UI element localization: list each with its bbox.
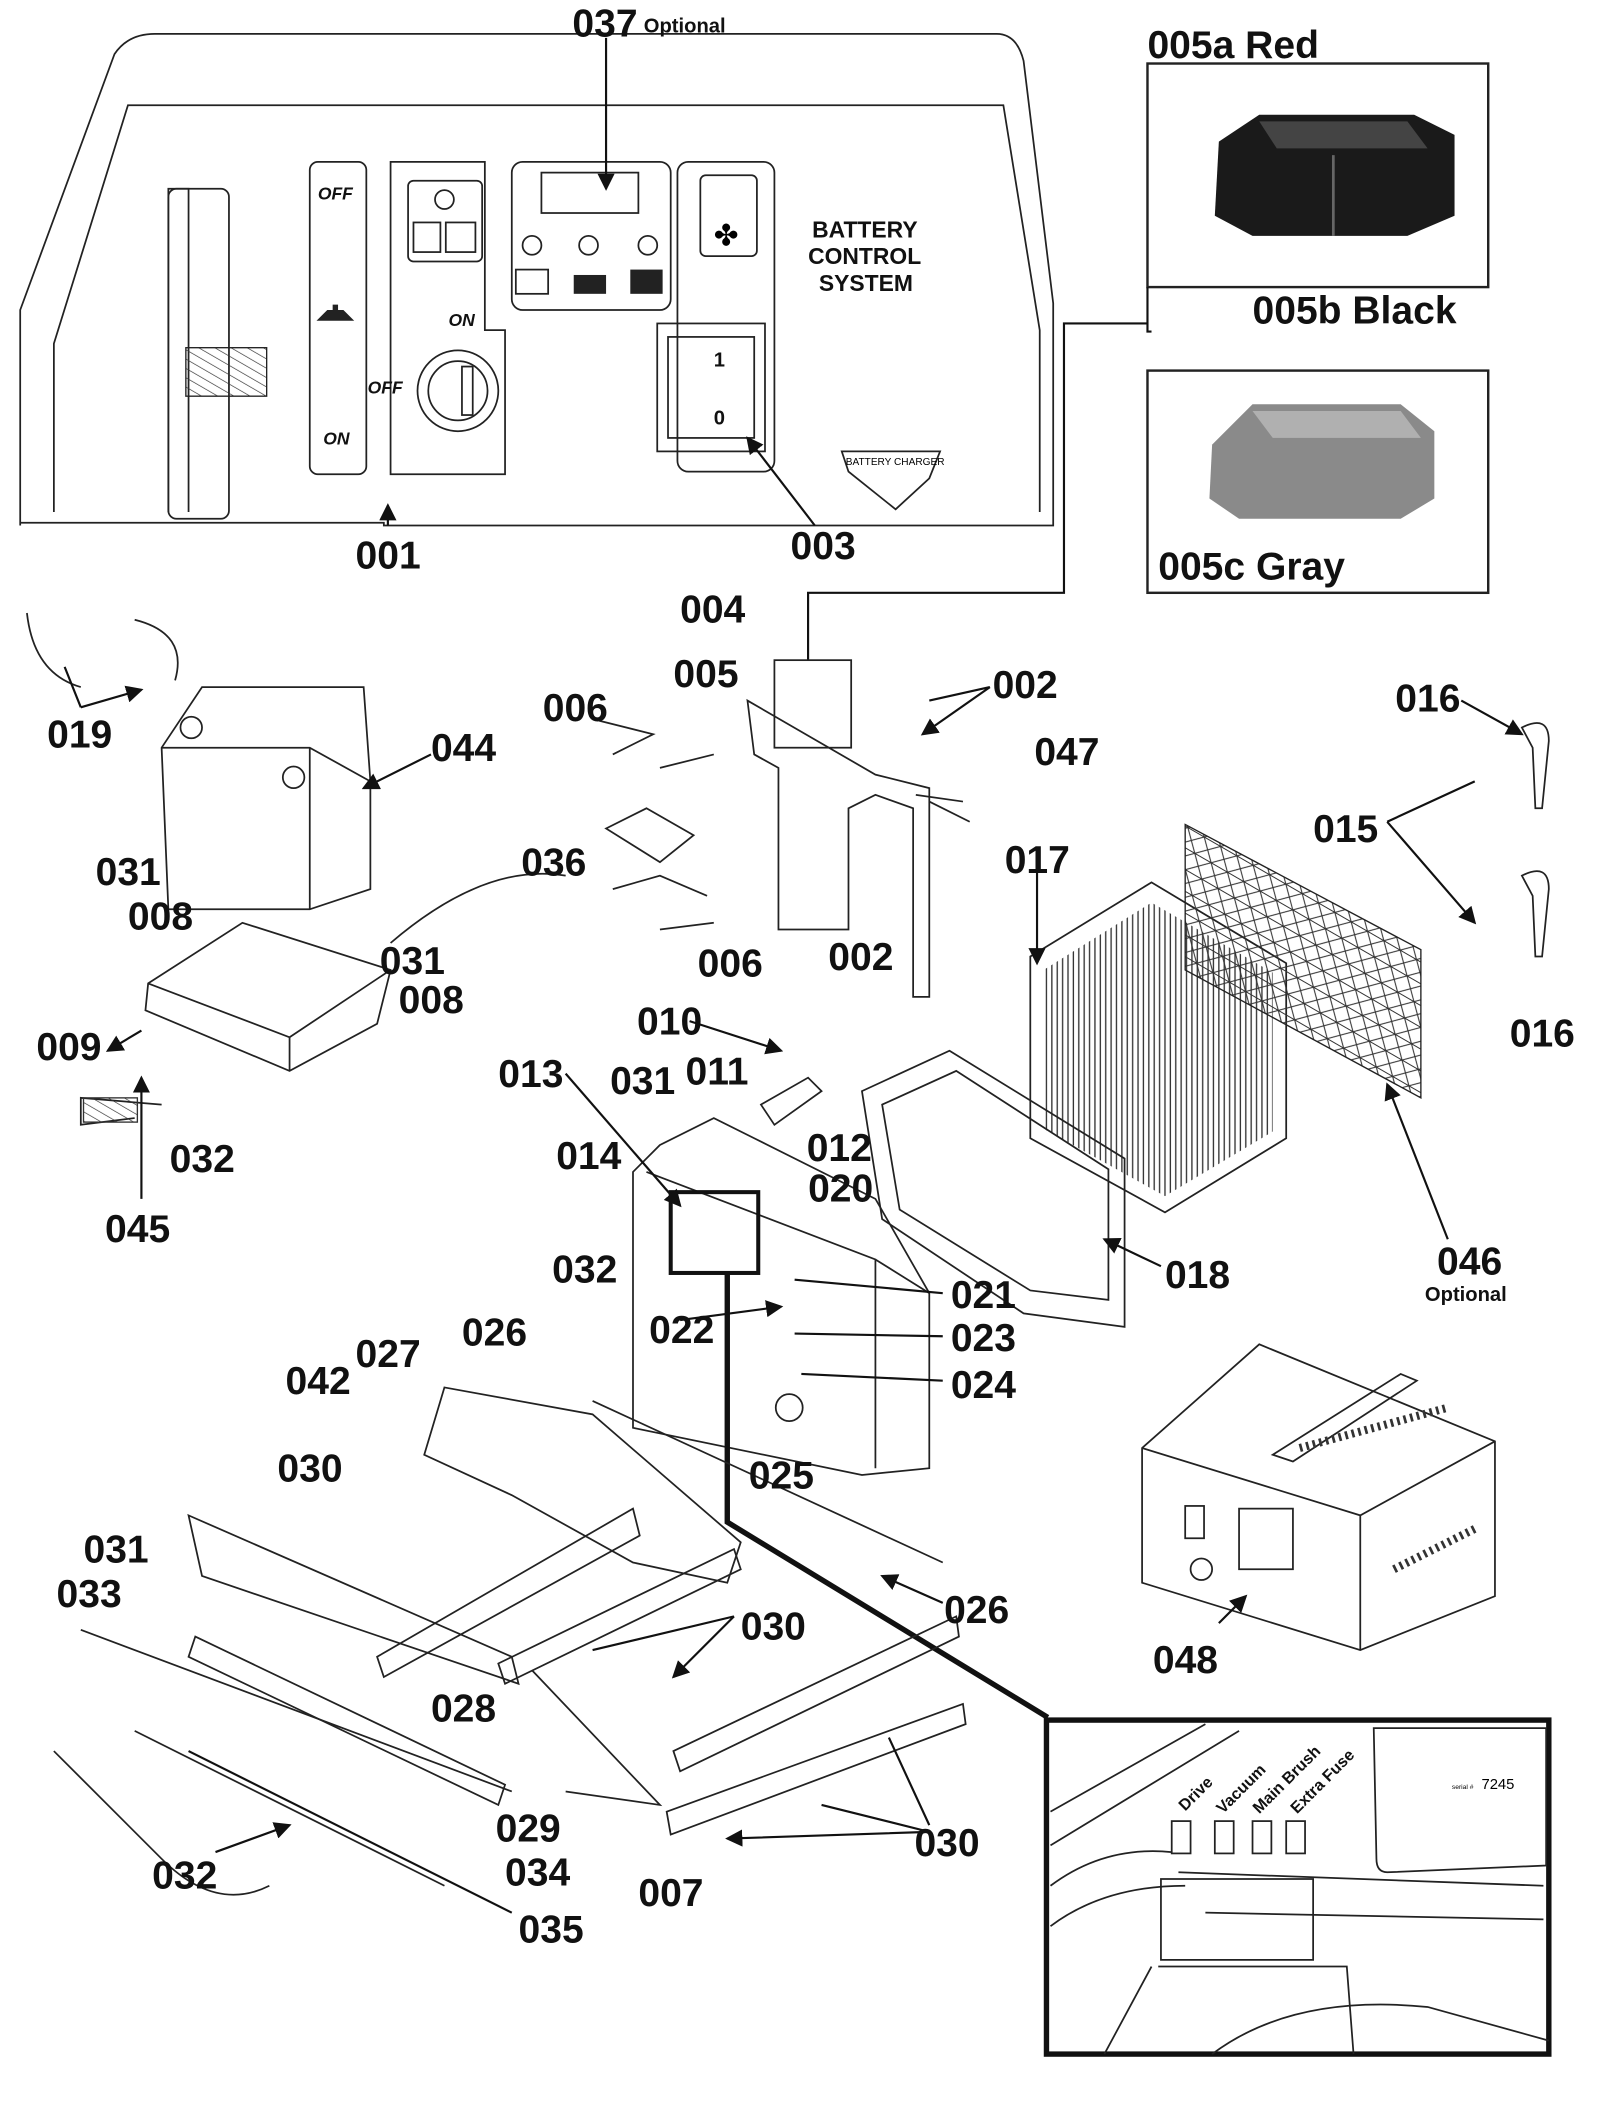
svg-text:1: 1 — [714, 350, 725, 372]
brush-icon — [316, 304, 355, 321]
key-label-on: ON — [448, 310, 475, 330]
panel-title: BATTERY — [812, 216, 917, 242]
control-panel-001: OFF ON ON OFF ✤ 1 0 BATTERY CONTROL SYST… — [19, 33, 1055, 527]
callout-030: 030 — [914, 1822, 979, 1865]
rocker-switch-003[interactable]: 1 0 — [656, 322, 766, 453]
callout-033: 033 — [57, 1573, 122, 1616]
battery-044 — [26, 612, 372, 911]
screen-046 — [1184, 823, 1422, 1099]
callout-022: 022 — [649, 1309, 714, 1352]
serial-number: 7245 — [1481, 1777, 1514, 1793]
label-off: OFF — [318, 184, 354, 204]
callout-012: 012 — [807, 1127, 872, 1170]
callout-034: 034 — [505, 1852, 570, 1895]
battery-tray-009 — [79, 872, 566, 1126]
callout-007: 007 — [638, 1872, 703, 1915]
callout-023: 023 — [951, 1317, 1016, 1360]
panel-title-3: SYSTEM — [819, 270, 913, 296]
callout-006: 006 — [543, 687, 608, 730]
callout-008: 008 — [128, 896, 193, 939]
callout-026: 026 — [944, 1589, 1009, 1632]
display-037 — [540, 171, 640, 214]
callout-024: 024 — [951, 1364, 1016, 1407]
callout-035: 035 — [519, 1908, 584, 1951]
bracket-assembly — [599, 659, 971, 998]
frame-018 — [860, 1049, 1126, 1328]
panel-title-2: CONTROL — [808, 243, 921, 269]
callout-044: 044 — [431, 727, 496, 770]
callout-015: 015 — [1313, 808, 1378, 851]
callout-017: 017 — [1005, 839, 1070, 882]
callout-014: 014 — [556, 1135, 621, 1178]
callout-011: 011 — [686, 1050, 749, 1093]
serial-label: serial # — [1452, 1784, 1474, 1791]
callout-010: 010 — [637, 1001, 702, 1044]
callout-036: 036 — [521, 842, 586, 885]
callout-020: 020 — [808, 1168, 873, 1211]
key-switch[interactable] — [416, 349, 500, 433]
callout-029: 029 — [496, 1807, 561, 1850]
connector-box-gray — [1146, 369, 1490, 595]
charger-label: BATTERY CHARGER — [846, 457, 945, 468]
callout-031: 031 — [84, 1529, 149, 1572]
callout-042: 042 — [286, 1360, 351, 1403]
callout-028: 028 — [431, 1687, 496, 1730]
callout-047: 047 — [1034, 731, 1099, 774]
callout-037: 037 — [572, 3, 637, 46]
callout-005: 005 — [673, 653, 738, 696]
connector-red-label: 005a Red — [1147, 24, 1318, 67]
svg-text:0: 0 — [714, 407, 725, 429]
callout-031: 031 — [380, 940, 445, 983]
callout-030: 030 — [741, 1605, 806, 1648]
callout-008: 008 — [399, 979, 464, 1022]
optional-note-037: Optional — [644, 16, 726, 38]
callout-031: 031 — [96, 851, 161, 894]
callout-027: 027 — [356, 1333, 421, 1376]
callout-019: 019 — [47, 714, 112, 757]
callout-004: 004 — [680, 588, 745, 631]
connector-black-label: 005b Black — [1253, 289, 1457, 332]
callout-016: 016 — [1510, 1013, 1575, 1056]
callout-016: 016 — [1395, 677, 1460, 720]
callout-003: 003 — [791, 525, 856, 568]
control-box — [632, 1076, 931, 1476]
fuse-inset: Drive Vacuum Main Brush Extra Fuse seria… — [1043, 1717, 1552, 2057]
callout-025: 025 — [749, 1454, 814, 1497]
leader-lines — [63, 37, 1524, 1914]
callout-031: 031 — [610, 1060, 675, 1103]
callout-045: 045 — [105, 1208, 170, 1251]
callout-002: 002 — [993, 664, 1058, 707]
label-on: ON — [323, 429, 350, 449]
fan-icon: ✤ — [714, 218, 739, 252]
latches-016 — [1520, 722, 1550, 958]
callout-001: 001 — [356, 535, 421, 578]
callout-009: 009 — [36, 1026, 101, 1069]
callout-032: 032 — [152, 1854, 217, 1897]
key-label-off: OFF — [368, 377, 404, 397]
callout-048: 048 — [1153, 1639, 1218, 1682]
optional-note-046: Optional — [1425, 1284, 1507, 1306]
callout-006: 006 — [698, 943, 763, 986]
callout-013: 013 — [498, 1053, 563, 1096]
callout-021: 021 — [951, 1274, 1016, 1317]
callout-030: 030 — [277, 1448, 342, 1491]
callout-032: 032 — [170, 1138, 235, 1181]
callout-026: 026 — [462, 1312, 527, 1355]
callout-labels: 037 001 003 004 005 002 047 006 036 006 002 019 044 0… — [36, 3, 1575, 1952]
connector-box-red-black — [1146, 62, 1490, 289]
chassis — [53, 1386, 967, 1896]
battery-charger-048 — [1141, 1343, 1496, 1651]
callout-032: 032 — [552, 1248, 617, 1291]
callout-046: 046 — [1437, 1240, 1502, 1283]
callout-018: 018 — [1165, 1254, 1230, 1297]
callout-002: 002 — [828, 936, 893, 979]
connector-gray-label: 005c Gray — [1158, 545, 1345, 588]
